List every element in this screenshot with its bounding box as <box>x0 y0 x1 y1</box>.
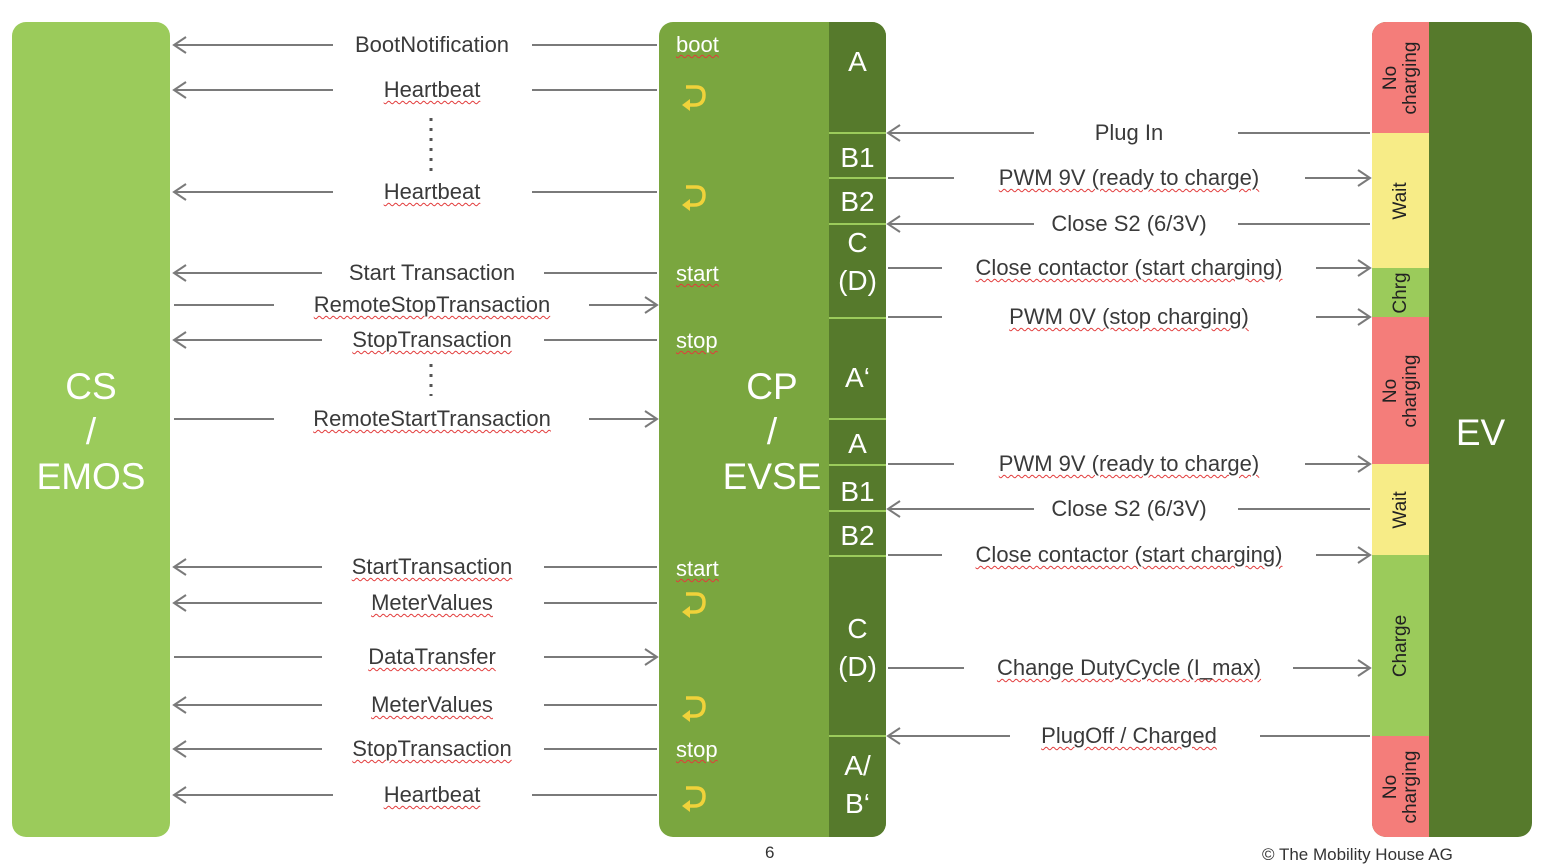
ev-message-label: PWM 9V (ready to charge) <box>998 165 1260 190</box>
ev-message-label: Close S2 (6/3V) <box>1051 211 1207 236</box>
state-separator <box>829 223 886 225</box>
arrowhead <box>886 727 901 745</box>
cs-emos-title: CS / EMOS <box>12 364 170 499</box>
cs-message-label: Heartbeat <box>383 179 481 204</box>
cp-state-label: A‘ <box>845 362 870 393</box>
ev-message-label: Close contactor (start charging) <box>975 255 1283 280</box>
arrowhead <box>1357 455 1372 473</box>
cs-message-label: StopTransaction <box>352 327 512 352</box>
state-separator <box>829 418 886 420</box>
cp-state-label: A <box>848 428 867 459</box>
cp-status-marker: start <box>676 261 719 286</box>
cs-message-label: DataTransfer <box>368 644 496 669</box>
state-separator <box>829 177 886 179</box>
loop-icon <box>682 696 706 722</box>
cs-message-label: Heartbeat <box>383 77 481 102</box>
ev-state-segment: No charging <box>1372 317 1429 464</box>
arrowhead <box>644 648 659 666</box>
arrowhead <box>1357 308 1372 326</box>
state-separator <box>829 132 886 134</box>
arrowhead <box>172 264 187 282</box>
cp-state-label: B2 <box>840 520 875 551</box>
cp-state-column <box>829 22 886 837</box>
arrowhead <box>1357 169 1372 187</box>
loop-icon <box>682 185 706 211</box>
cs-title-line: CS <box>65 366 117 407</box>
loop-icon <box>682 592 706 618</box>
arrowhead <box>644 410 659 428</box>
cp-state-label: B2 <box>840 186 875 217</box>
cp-status-marker: boot <box>676 32 719 57</box>
state-separator <box>829 464 886 466</box>
state-separator <box>829 510 886 512</box>
cp-state-label: B1 <box>840 476 875 507</box>
arrowhead <box>886 215 901 233</box>
arrowhead <box>1357 546 1372 564</box>
ev-state-segment: Wait <box>1372 464 1429 555</box>
arrowhead <box>172 740 187 758</box>
copyright: © The Mobility House AG <box>1262 845 1453 864</box>
ev-title-text: EV <box>1455 412 1506 453</box>
ev-message-label: Close S2 (6/3V) <box>1051 496 1207 521</box>
ev-state-segment: Chrg <box>1372 268 1429 317</box>
arrowhead <box>1357 259 1372 277</box>
cp-state-label: A/ B‘ <box>844 750 871 819</box>
arrowhead <box>172 594 187 612</box>
cs-message-label: StartTransaction <box>351 554 513 579</box>
page-number: 6 <box>765 843 775 862</box>
cp-title-line: CP <box>746 366 798 407</box>
arrowhead <box>172 558 187 576</box>
cs-message-label: Start Transaction <box>348 260 516 285</box>
loop-icon <box>682 786 706 812</box>
cs-message-label: StopTransaction <box>352 736 512 761</box>
arrowhead <box>172 786 187 804</box>
cs-message-label: MeterValues <box>371 590 493 615</box>
ev-message-label: Plug In <box>1094 120 1164 145</box>
arrowhead <box>886 124 901 142</box>
cs-title-line: / <box>85 411 97 452</box>
cs-message-label: RemoteStopTransaction <box>313 292 551 317</box>
cp-state-label: B1 <box>840 142 875 173</box>
state-separator <box>829 735 886 737</box>
cp-title-line: / <box>766 411 778 452</box>
ev-state-segment: No charging <box>1372 736 1429 837</box>
cs-message-label: MeterValues <box>371 692 493 717</box>
ev-message-label: Close contactor (start charging) <box>975 542 1283 567</box>
cs-message-label: RemoteStartTransaction <box>313 406 551 431</box>
ev-title: EV <box>1429 410 1532 455</box>
state-separator <box>829 317 886 319</box>
arrowhead <box>172 183 187 201</box>
cp-status-marker: start <box>676 556 719 581</box>
cp-evse-title: CP / EVSE <box>712 364 832 499</box>
cp-state-label: C (D) <box>838 227 877 296</box>
ev-message-label: PWM 9V (ready to charge) <box>998 451 1260 476</box>
arrowhead <box>172 696 187 714</box>
ev-state-segment: Wait <box>1372 133 1429 268</box>
cs-title-line: EMOS <box>36 456 146 497</box>
cp-title-line: EVSE <box>722 456 822 497</box>
arrowhead <box>172 331 187 349</box>
arrowhead <box>172 36 187 54</box>
cp-state-label: C (D) <box>838 613 877 682</box>
loop-icon <box>682 85 706 111</box>
arrowhead <box>1357 659 1372 677</box>
state-separator <box>829 555 886 557</box>
arrowhead <box>886 500 901 518</box>
ev-message-label: PlugOff / Charged <box>1041 723 1217 748</box>
ev-message-label: Change DutyCycle (I_max) <box>996 655 1262 680</box>
cs-message-label: Heartbeat <box>383 782 481 807</box>
cp-status-marker: stop <box>676 328 718 353</box>
arrowhead <box>172 81 187 99</box>
cp-state-label: A <box>848 46 867 77</box>
cs-emos-column <box>12 22 170 837</box>
ev-state-segment: No charging <box>1372 22 1429 133</box>
cp-status-marker: stop <box>676 737 718 762</box>
arrowhead <box>644 296 659 314</box>
cs-message-label: BootNotification <box>354 32 510 57</box>
ev-message-label: PWM 0V (stop charging) <box>1009 304 1249 329</box>
ev-state-segment: Charge <box>1372 555 1429 736</box>
